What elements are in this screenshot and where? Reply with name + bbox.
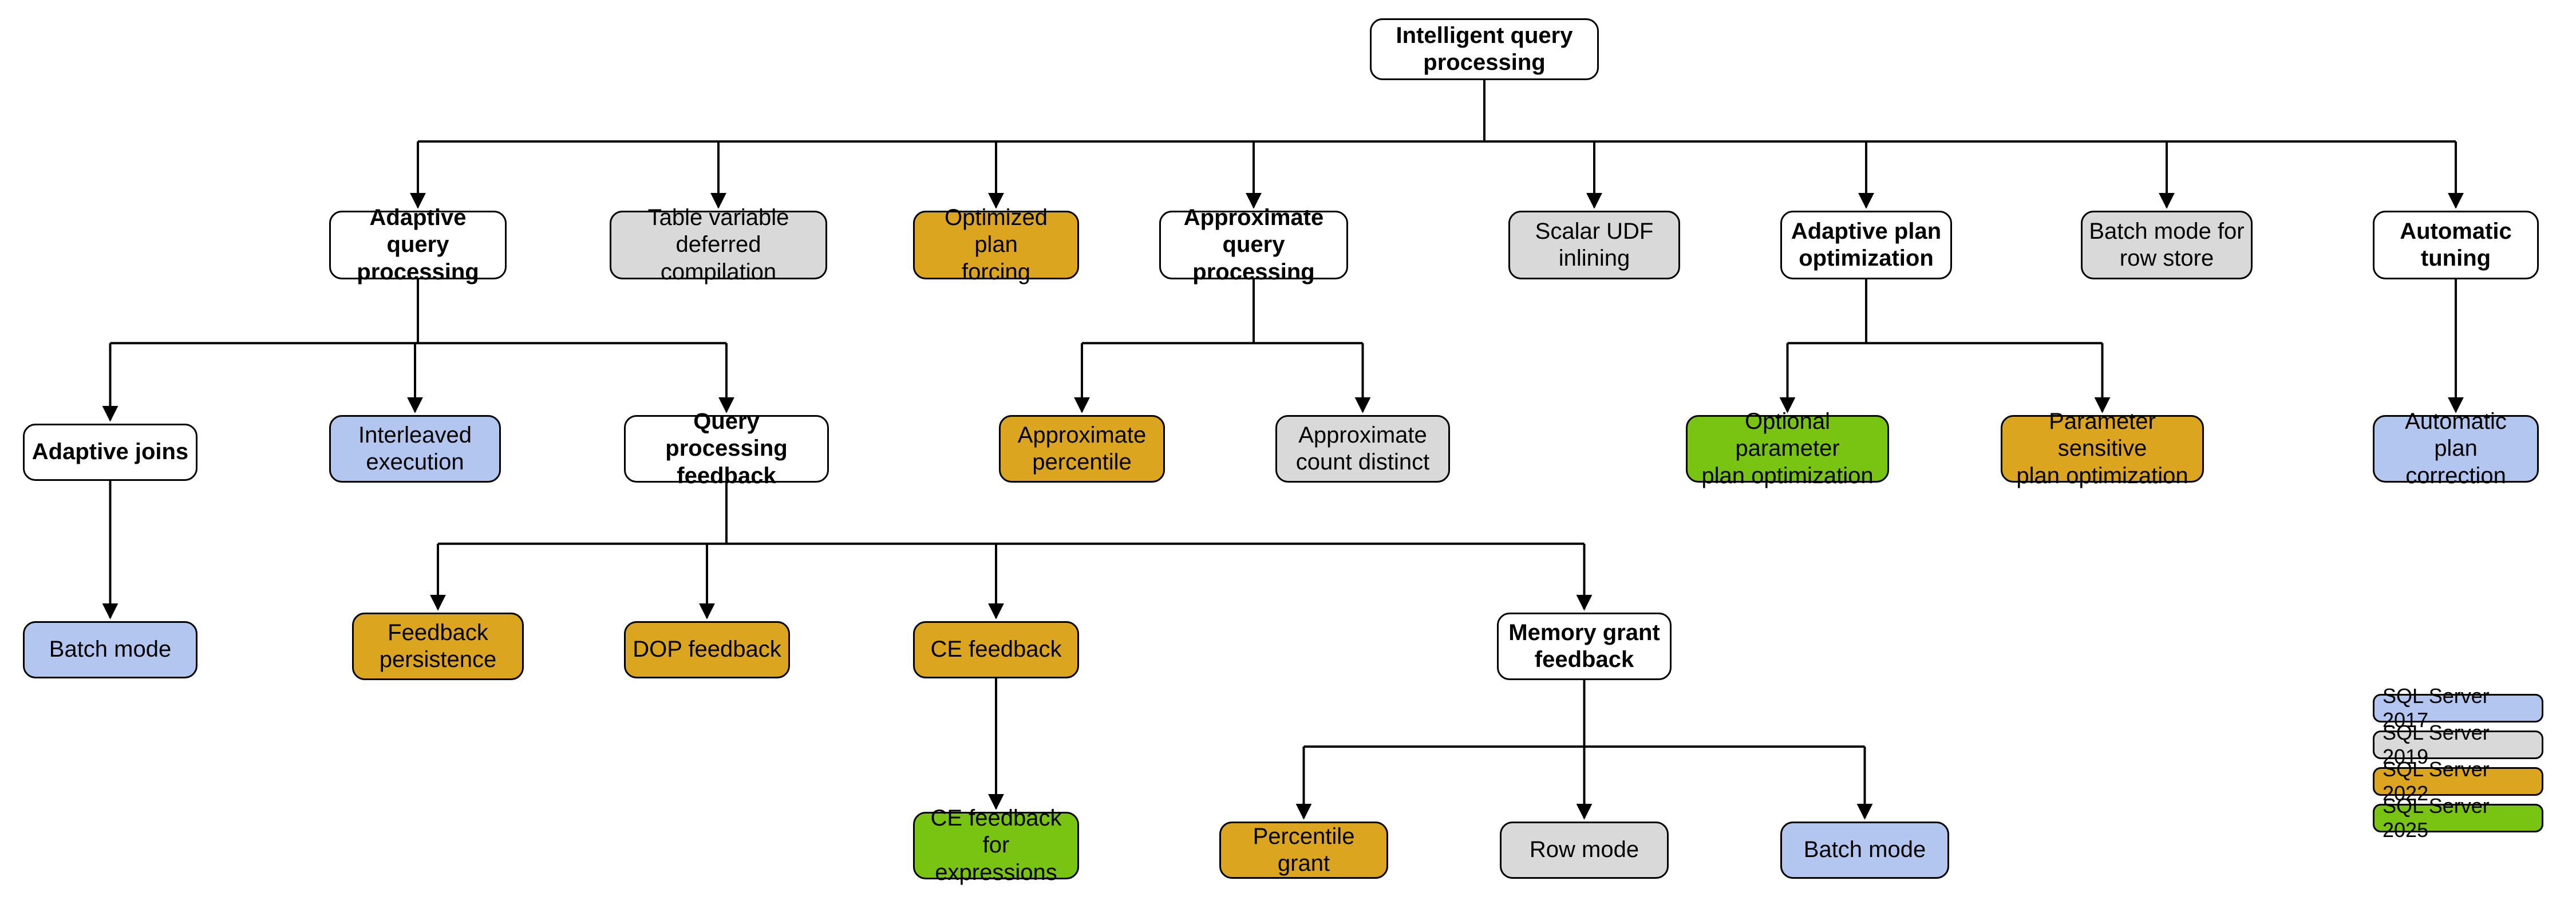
legend-item-sql-server-2022: SQL Server 2022 bbox=[2373, 757, 2543, 805]
node-iqp[interactable]: Intelligent query processing bbox=[1370, 18, 1599, 80]
node-at[interactable]: Automatic tuning bbox=[2373, 211, 2539, 279]
node-fp[interactable]: Feedback persistence bbox=[352, 613, 524, 680]
legend-item-sql-server-2017: SQL Server 2017 bbox=[2373, 684, 2543, 732]
node-cef[interactable]: CE feedback bbox=[913, 621, 1079, 678]
node-pg[interactable]: Percentile grant bbox=[1219, 822, 1388, 879]
node-apo[interactable]: Adaptive plan optimization bbox=[1780, 211, 1952, 279]
node-bm1[interactable]: Batch mode bbox=[23, 621, 197, 678]
node-opf[interactable]: Optimized plan forcing bbox=[913, 205, 1079, 285]
node-oppo[interactable]: Optional parameter plan optimization bbox=[1686, 409, 1889, 488]
node-cefe[interactable]: CE feedback for expressions bbox=[913, 806, 1079, 885]
node-acd[interactable]: Approximate count distinct bbox=[1275, 415, 1450, 483]
legend-item-sql-server-2025: SQL Server 2025 bbox=[2373, 794, 2543, 842]
node-pspo[interactable]: Parameter sensitive plan optimization bbox=[2001, 409, 2204, 488]
node-ap[interactable]: Approximate percentile bbox=[999, 415, 1165, 483]
node-tvdc[interactable]: Table variable deferred compilation bbox=[610, 205, 827, 285]
node-aj[interactable]: Adaptive joins bbox=[23, 424, 197, 481]
node-bm2[interactable]: Batch mode bbox=[1780, 822, 1949, 879]
node-sudf[interactable]: Scalar UDF inlining bbox=[1508, 211, 1680, 279]
node-apc[interactable]: Automatic plan correction bbox=[2373, 409, 2539, 488]
node-bmrs[interactable]: Batch mode for row store bbox=[2081, 211, 2253, 279]
node-mgf[interactable]: Memory grant feedback bbox=[1497, 613, 1672, 680]
node-apq[interactable]: Approximate query processing bbox=[1159, 205, 1348, 285]
node-ie[interactable]: Interleaved execution bbox=[329, 415, 501, 483]
node-qpf[interactable]: Query processing feedback bbox=[624, 409, 829, 488]
node-aqp[interactable]: Adaptive query processing bbox=[329, 205, 507, 285]
node-rm[interactable]: Row mode bbox=[1500, 822, 1669, 879]
node-dopf[interactable]: DOP feedback bbox=[624, 621, 790, 678]
legend-item-sql-server-2019: SQL Server 2019 bbox=[2373, 721, 2543, 768]
